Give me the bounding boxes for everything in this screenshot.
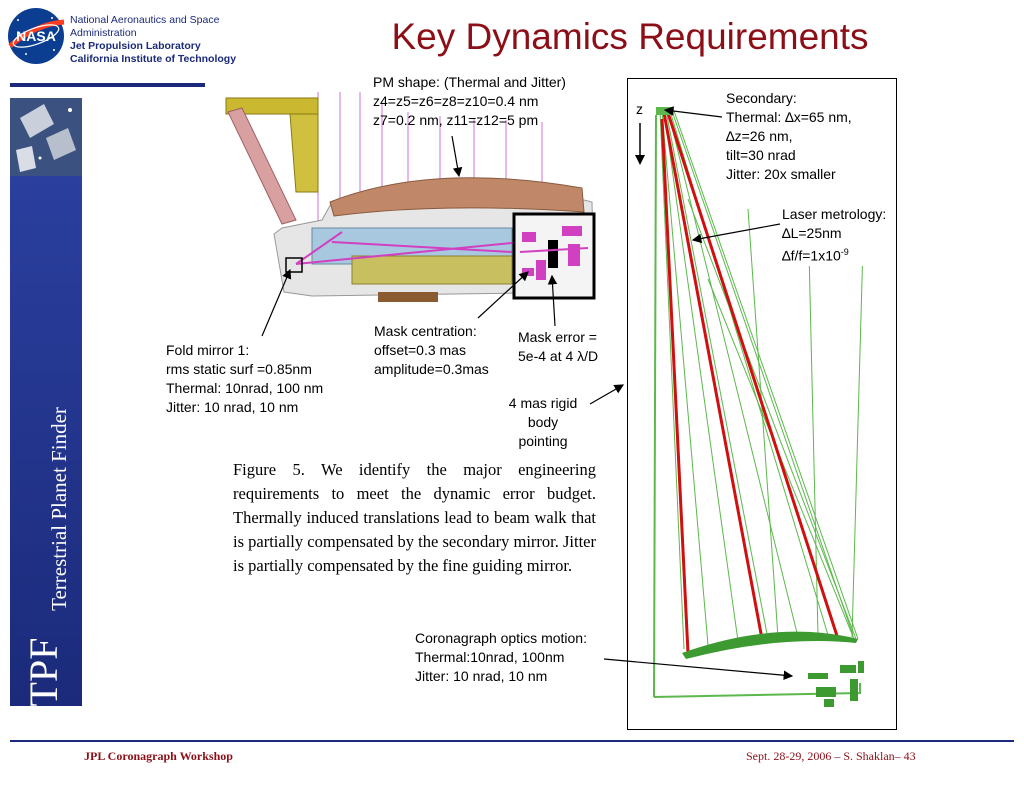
svg-text:NASA: NASA [16,28,56,44]
footer-workshop: JPL Coronagraph Workshop [84,749,233,763]
z-axis-label: z [636,101,643,117]
coronagraph-pointer [603,658,794,681]
mask-error-label: Mask error = 5e-4 at 4 λ/D [518,328,598,366]
fold-mirror-line: Thermal: 10nrad, 100 nm [166,380,324,396]
leader-lines [261,106,794,681]
footer-date-author: Sept. 28-29, 2006 – S. Shaklan– 43 [746,749,916,763]
rigid-body-line: body [527,414,559,430]
fold-mirror-label: Fold mirror 1: rms static surf =0.85nm T… [166,341,323,417]
secondary-pointer [663,106,723,118]
pm-shape-pointer [451,135,463,178]
space-banner [10,98,82,176]
mask-centration-label: Mask centration: offset=0.3 mas amplitud… [374,322,489,379]
rigid-body-line: pointing [518,433,568,449]
rigid-body-pointer [589,384,625,405]
coronagraph-line: Coronagraph optics motion: [415,630,587,646]
pm-shape-line: PM shape: (Thermal and Jitter) [373,74,566,90]
nasa-logo: NASA [6,6,66,66]
footer-rule [10,740,1014,742]
org-name-cont: Administration [70,27,137,39]
telescope-ray-diagram [627,78,897,730]
mask-error-line: Mask error = [518,329,597,345]
mask-centration-pointer [477,271,529,319]
mask-centration-line: Mask centration: [374,323,477,339]
secondary-line: Secondary: [726,90,797,106]
laser-metrology-line: Laser metrology: [782,206,887,222]
lab-name: Jet Propulsion Laboratory [70,40,201,52]
fold-mirror-line: Jitter: 10 nrad, 10 nm [166,399,299,415]
pm-shape-line: z7=0.2 nm, z11=z12=5 pm [373,112,539,128]
laser-metrology-line: ∆f/f=1x10-9 [782,247,849,264]
header-rule [10,83,205,87]
slide-title: Key Dynamics Requirements [391,16,869,57]
org-name: National Aeronautics and Space [70,14,220,26]
secondary-line: Thermal: ∆x=65 nm, [726,109,852,125]
pm-shape-line: z4=z5=z6=z8=z10=0.4 nm [373,93,539,109]
coronagraph-line: Jitter: 10 nrad, 10 nm [415,668,548,684]
coronagraph-line: Thermal:10nrad, 100nm [415,649,565,665]
coronagraph-label: Coronagraph optics motion: Thermal:10nra… [415,629,587,686]
mask-error-line: 5e-4 at 4 λ/D [518,348,599,364]
laser-metrology-line: ∆L=25nm [782,225,842,241]
organization-block: National Aeronautics and Space Administr… [70,14,236,66]
sidebar-stripe [10,176,82,706]
figure-caption: Figure 5. We identify the major engineer… [233,460,596,575]
rigid-body-label: 4 mas rigid body pointing [495,394,591,451]
pm-shape-label: PM shape: (Thermal and Jitter) z4=z5=z6=… [373,73,566,130]
mask-centration-line: amplitude=0.3mas [374,361,489,377]
laser-metrology-pointer [691,223,781,244]
fold-mirror-line: rms static surf =0.85nm [166,361,312,377]
mask-error-pointer [547,274,558,327]
secondary-line: ∆z=26 nm, [726,128,793,144]
spacecraft-schematic [222,92,612,312]
rigid-body-line: 4 mas rigid [508,395,578,411]
laser-metrology-label: Laser metrology: ∆L=25nm ∆f/f=1x10-9 [782,205,887,266]
fold-mirror-line: Fold mirror 1: [166,342,250,358]
institute-name: California Institute of Technology [70,53,237,65]
fold-mirror-pointer [261,268,292,337]
mask-centration-line: offset=0.3 mas [374,342,466,358]
secondary-line: tilt=30 nrad [726,147,796,163]
secondary-line: Jitter: 20x smaller [726,166,836,182]
secondary-label: Secondary: Thermal: ∆x=65 nm, ∆z=26 nm, … [726,89,852,184]
